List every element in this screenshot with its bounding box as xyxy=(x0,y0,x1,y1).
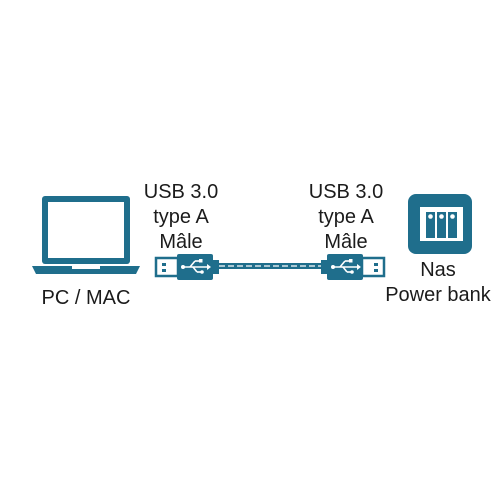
left-connector-label: USB 3.0 type A Mâle xyxy=(143,181,219,253)
right-device-label: Nas Power bank xyxy=(385,259,491,306)
nas-drive-icon xyxy=(408,194,472,254)
left-device-label: PC / MAC xyxy=(41,287,131,309)
right-connector-label: USB 3.0 type A Mâle xyxy=(308,181,384,253)
laptop-icon xyxy=(32,196,140,274)
usb-cable xyxy=(154,254,386,280)
left-usb-plug-icon xyxy=(154,254,219,280)
right-usb-plug-icon xyxy=(321,254,386,280)
